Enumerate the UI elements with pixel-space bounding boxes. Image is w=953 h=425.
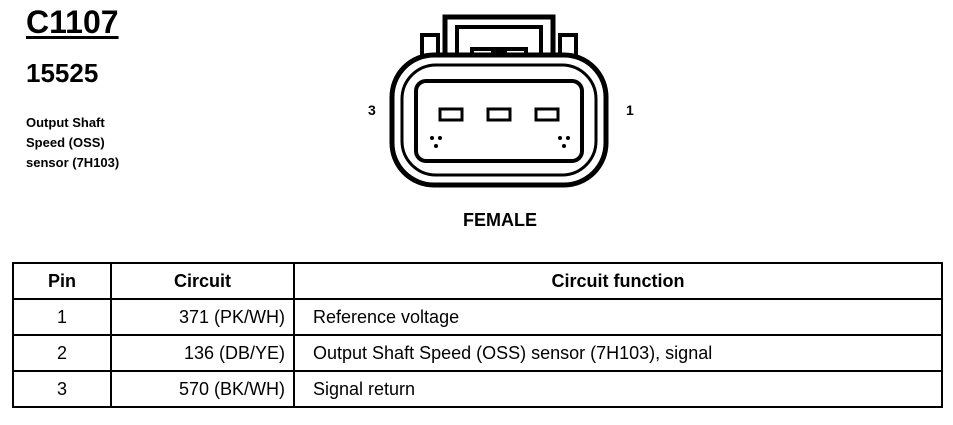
circuit-function-cell: Reference voltage bbox=[293, 298, 943, 336]
circuit-cell: 570 (BK/WH) bbox=[110, 370, 295, 408]
table-header-row: Pin Circuit Circuit function bbox=[12, 262, 943, 300]
keying-dot bbox=[434, 144, 438, 148]
keying-dot bbox=[562, 144, 566, 148]
table-row: 3 570 (BK/WH) Signal return bbox=[12, 370, 943, 408]
keying-dot bbox=[566, 136, 570, 140]
header-circuit: Circuit bbox=[110, 262, 295, 300]
circuit-function-cell: Output Shaft Speed (OSS) sensor (7H103),… bbox=[293, 334, 943, 372]
circuit-cell: 371 (PK/WH) bbox=[110, 298, 295, 336]
terminal-cavity-2 bbox=[486, 107, 512, 122]
left-guide-rail bbox=[420, 33, 440, 65]
terminal-cavity-3 bbox=[438, 107, 464, 122]
keying-dot bbox=[430, 136, 434, 140]
pin-cell: 3 bbox=[12, 370, 112, 408]
pin-cell: 2 bbox=[12, 334, 112, 372]
right-guide-rail bbox=[558, 33, 578, 65]
description-line: Output Shaft bbox=[26, 115, 105, 130]
circuit-function-cell: Signal return bbox=[293, 370, 943, 408]
keying-dot bbox=[438, 136, 442, 140]
component-description: Output Shaft Speed (OSS) sensor (7H103) bbox=[26, 113, 176, 173]
description-line: Speed (OSS) bbox=[26, 135, 105, 150]
part-number: 15525 bbox=[26, 58, 99, 88]
header-pin: Pin bbox=[12, 262, 112, 300]
keying-dot bbox=[558, 136, 562, 140]
header-circuit-function: Circuit function bbox=[293, 262, 943, 300]
pinout-table: Pin Circuit Circuit function 1 371 (PK/W… bbox=[12, 262, 943, 408]
connector-face-diagram: 3 1 bbox=[368, 14, 634, 188]
connector-gender-label: FEMALE bbox=[463, 210, 537, 230]
description-line: sensor (7H103) bbox=[26, 155, 120, 170]
pin-label-left: 3 bbox=[368, 102, 376, 118]
connector-id: C1107 bbox=[26, 4, 119, 40]
table-row: 1 371 (PK/WH) Reference voltage bbox=[12, 298, 943, 336]
table-row: 2 136 (DB/YE) Output Shaft Speed (OSS) s… bbox=[12, 334, 943, 372]
pin-cell: 1 bbox=[12, 298, 112, 336]
pin-label-right: 1 bbox=[626, 102, 634, 118]
terminal-cavity-1 bbox=[534, 107, 560, 122]
circuit-cell: 136 (DB/YE) bbox=[110, 334, 295, 372]
